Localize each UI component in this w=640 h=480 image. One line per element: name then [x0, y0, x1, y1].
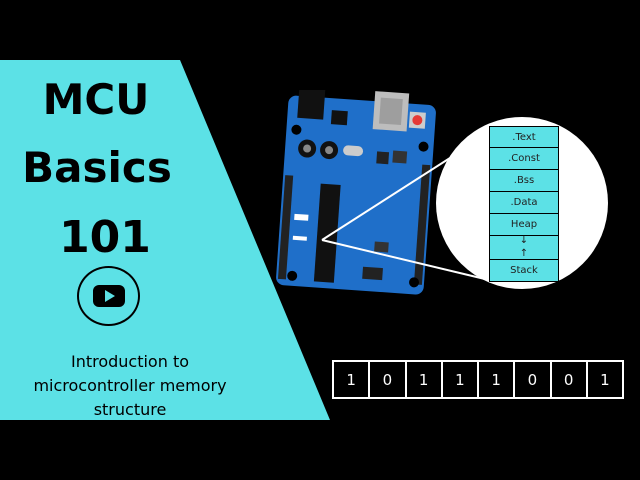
- bit-cell: 0: [515, 362, 552, 397]
- bit-cell: 1: [600, 370, 610, 389]
- segment-const: .Const: [489, 148, 559, 170]
- bit-row: 1 0 1 1 1 0 0 1: [332, 360, 624, 399]
- arrow-down-icon: ↓: [519, 235, 529, 246]
- youtube-play-icon: [92, 285, 125, 307]
- arduino-board-icon: [276, 90, 436, 295]
- bit-cell: 1: [479, 362, 516, 397]
- subtitle-line-1: Introduction to: [70, 352, 190, 371]
- segment-heap: Heap: [489, 214, 559, 236]
- segment-stack: Stack: [489, 260, 559, 282]
- title-mcu: MCU: [42, 75, 150, 124]
- memory-map: .Text .Const .Bss .Data Heap ↓ ↑ Stack: [489, 126, 559, 282]
- subtitle-line-2: microcontroller memory: [33, 376, 227, 395]
- bit-cell: 1: [443, 362, 479, 397]
- segment-text: .Text: [489, 126, 559, 148]
- bit-cell: 0: [552, 362, 588, 397]
- bit-cell: 1: [334, 362, 371, 397]
- segment-bss: .Bss: [489, 170, 559, 192]
- subtitle-line-3: structure: [93, 400, 167, 419]
- arrow-up-icon: ↑: [519, 248, 529, 259]
- segment-free-space: ↓ ↑: [489, 236, 559, 260]
- youtube-play-button[interactable]: [77, 266, 140, 326]
- bit-cell: 1: [407, 362, 443, 397]
- title-101: 101: [59, 212, 151, 263]
- title-basics: Basics: [22, 143, 172, 192]
- bit-cell: 0: [370, 362, 407, 397]
- subtitle: Introduction to microcontroller memory s…: [10, 350, 250, 422]
- segment-data: .Data: [489, 192, 559, 214]
